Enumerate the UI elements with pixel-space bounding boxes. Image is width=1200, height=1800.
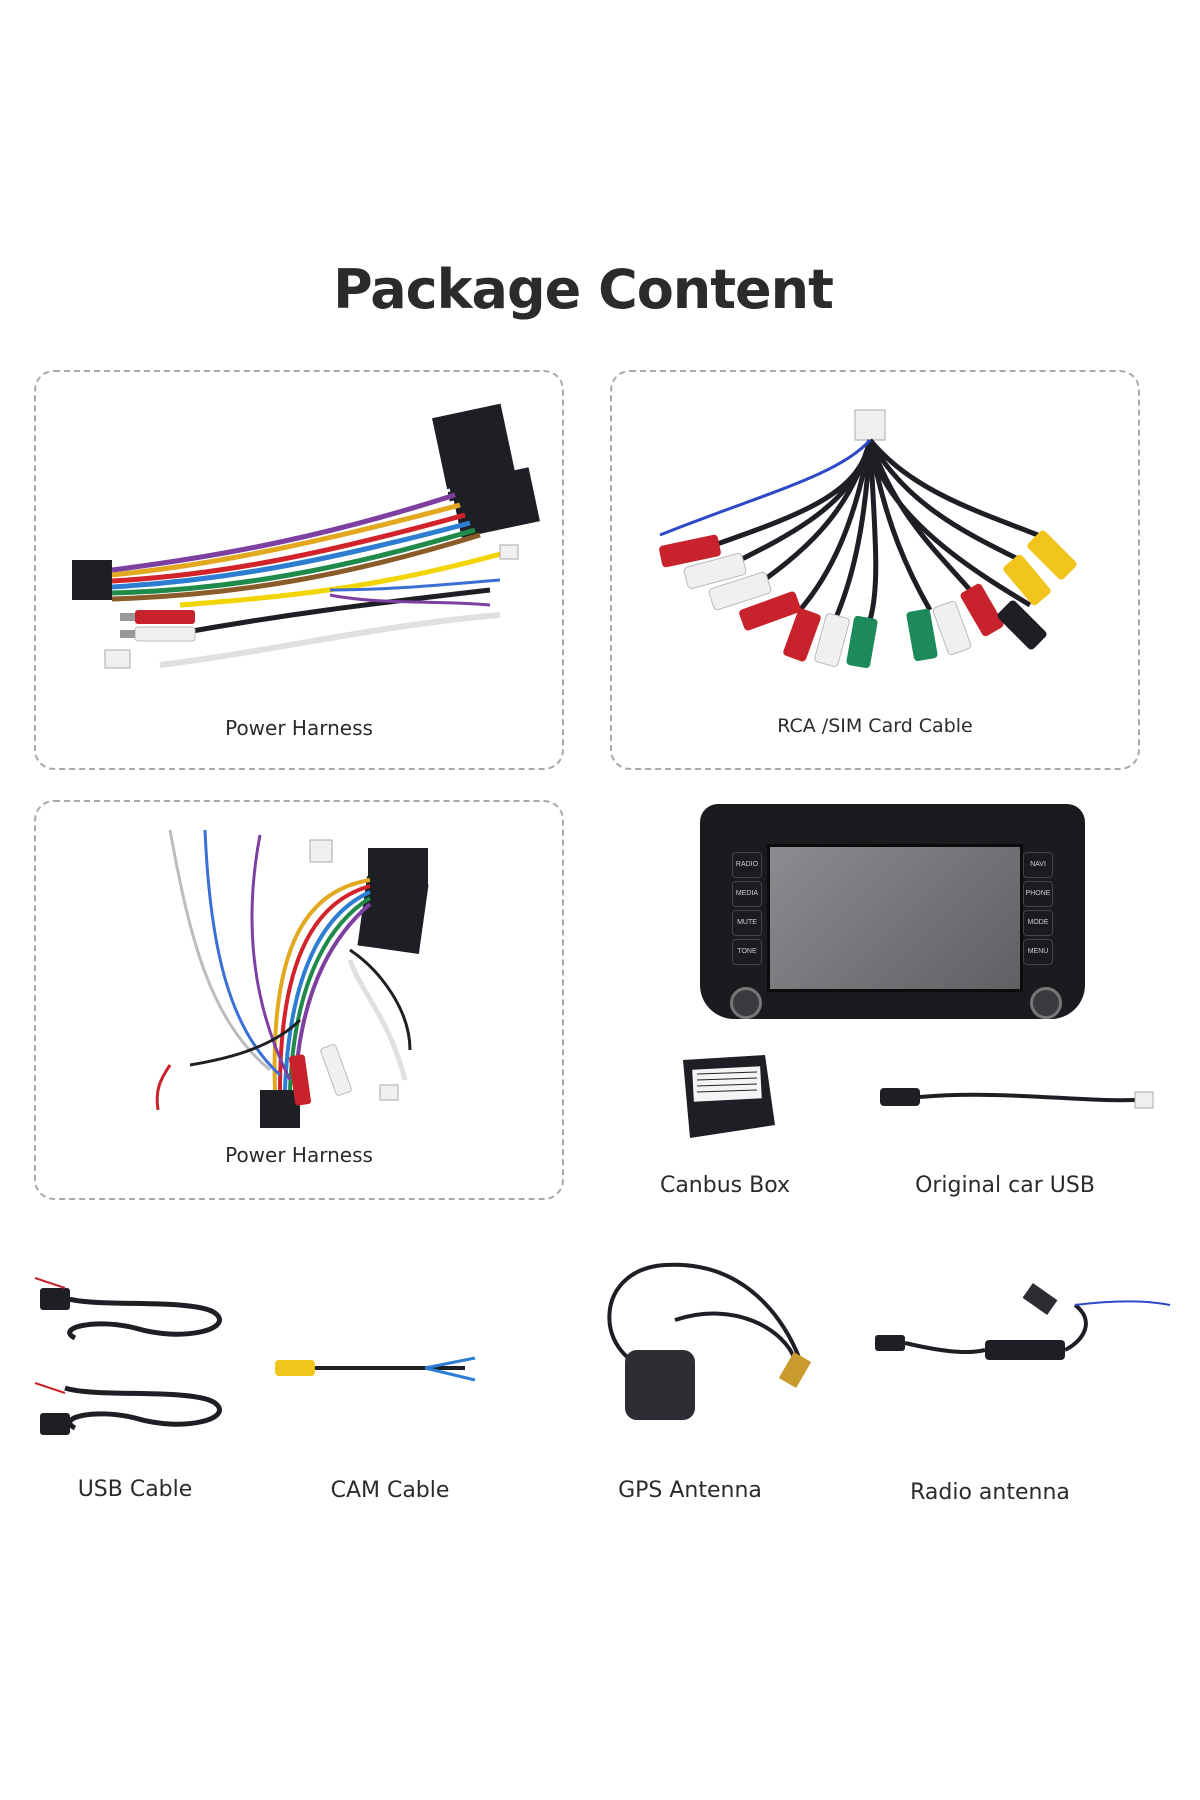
rca-sim-cable-label: RCA /SIM Card Cable bbox=[777, 715, 973, 737]
button-menu: MENU bbox=[1023, 939, 1053, 965]
usb-cable-label: USB Cable bbox=[77, 1477, 193, 1502]
page-title: Package Content bbox=[333, 258, 834, 321]
button-radio: RADIO bbox=[732, 852, 762, 878]
radio-antenna-label: Radio antenna bbox=[910, 1480, 1070, 1505]
button-mute: MUTE bbox=[732, 910, 762, 936]
gps-antenna-image bbox=[607, 1262, 812, 1420]
power-harness-box-1 bbox=[34, 370, 564, 770]
gps-antenna-label: GPS Antenna bbox=[618, 1478, 762, 1503]
head-unit-left-buttons: RADIO MEDIA MUTE TONE bbox=[732, 852, 762, 965]
power-harness-box-2 bbox=[34, 800, 564, 1200]
rca-sim-cable-box bbox=[610, 370, 1140, 770]
canbus-box-image bbox=[683, 1055, 775, 1138]
power-harness-label-2: Power Harness bbox=[225, 1143, 373, 1167]
volume-knob-right bbox=[1030, 987, 1062, 1019]
rca-sim-cable-image bbox=[659, 409, 1077, 669]
cam-cable-image bbox=[275, 1356, 476, 1382]
canbus-box-label: Canbus Box bbox=[659, 1173, 791, 1198]
cam-cable-label: CAM Cable bbox=[330, 1478, 450, 1503]
power-harness-image bbox=[72, 403, 540, 669]
head-unit: RADIO MEDIA MUTE TONE NAVI PHONE MODE ME… bbox=[700, 804, 1085, 1019]
button-phone: PHONE bbox=[1023, 881, 1053, 907]
radio-antenna-image bbox=[875, 1283, 1171, 1360]
original-car-usb-image bbox=[880, 1088, 1154, 1109]
button-mode: MODE bbox=[1023, 910, 1053, 936]
volume-knob-left bbox=[730, 987, 762, 1019]
button-media: MEDIA bbox=[732, 881, 762, 907]
power-harness-label-1: Power Harness bbox=[225, 716, 373, 740]
power-harness-2-image bbox=[155, 829, 429, 1128]
head-unit-right-buttons: NAVI PHONE MODE MENU bbox=[1023, 852, 1053, 965]
button-tone: TONE bbox=[732, 939, 762, 965]
button-navi: NAVI bbox=[1023, 852, 1053, 878]
original-car-usb-label: Original car USB bbox=[915, 1173, 1095, 1198]
usb-cable-image bbox=[34, 1277, 222, 1435]
head-unit-screen bbox=[767, 844, 1023, 992]
